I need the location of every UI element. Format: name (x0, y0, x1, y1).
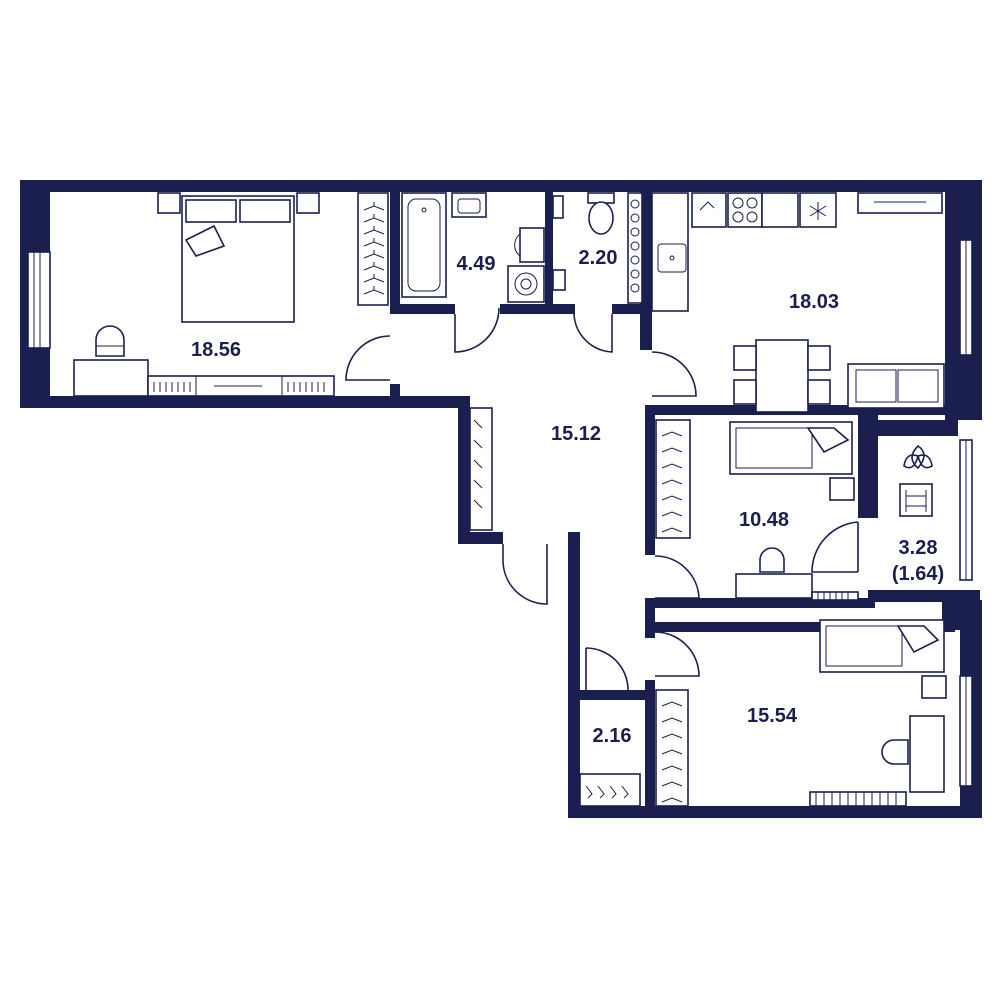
wardrobe-icon (857, 192, 943, 214)
toilet-icon (587, 192, 615, 235)
chair-icon (95, 325, 125, 357)
bathtub-icon (401, 192, 447, 298)
sink-icon (552, 195, 566, 291)
lounge-chair-icon (899, 483, 933, 517)
wardrobe-icon (579, 773, 641, 807)
room-label-balcony: 3.28 (899, 537, 938, 559)
room-label-bedroom-small: 15.54 (747, 705, 798, 727)
room-label-toilet: 2.20 (579, 247, 618, 269)
hanger-icon (363, 202, 385, 295)
door-swing-icon (573, 313, 613, 353)
bed-icon (157, 192, 320, 323)
door-swing-icon (345, 335, 391, 381)
wardrobe-icon (627, 192, 643, 304)
window-icon (27, 251, 51, 349)
room-label-bedroom-large: 18.56 (191, 339, 241, 361)
sofa-icon (847, 363, 945, 409)
sink-icon (651, 192, 689, 312)
plant-icon (903, 444, 933, 470)
wardrobe-icon (469, 407, 493, 531)
room-label-bathroom: 4.49 (457, 253, 496, 275)
sink-icon (514, 227, 545, 263)
door-swing-icon (654, 555, 700, 599)
room-label-kitchen-living: 18.03 (789, 291, 839, 313)
door-swing-icon (811, 521, 859, 573)
stove-icon (691, 192, 799, 228)
door-swing-icon (651, 351, 697, 397)
fridge-icon (799, 192, 837, 228)
desk-icon (73, 359, 149, 397)
desk-icon (809, 675, 947, 807)
wardrobe-icon (357, 192, 389, 306)
door-swing-icon (454, 307, 500, 353)
washing-machine-icon (507, 265, 545, 303)
room-label-bedroom-medium: 10.48 (739, 509, 789, 531)
door-swing-icon (502, 544, 548, 605)
room-label-storage: 2.16 (593, 725, 632, 747)
room-label-balcony-reduced: (1.64) (892, 563, 944, 585)
window-icon (959, 675, 973, 787)
door-swing-icon (654, 631, 700, 677)
desk-icon (735, 477, 859, 601)
hanger-icon (473, 419, 483, 509)
door-swing-icon (585, 647, 629, 691)
wardrobe-icon (147, 375, 335, 397)
window-icon (959, 239, 973, 356)
bed-icon (819, 619, 945, 673)
window-icon (959, 439, 973, 581)
wardrobe-icon (655, 689, 689, 807)
bed-icon (729, 421, 853, 475)
sink-icon (451, 192, 487, 218)
room-label-hallway: 15.12 (551, 423, 601, 445)
dining-table-icon (733, 339, 831, 413)
wardrobe-icon (655, 419, 691, 539)
